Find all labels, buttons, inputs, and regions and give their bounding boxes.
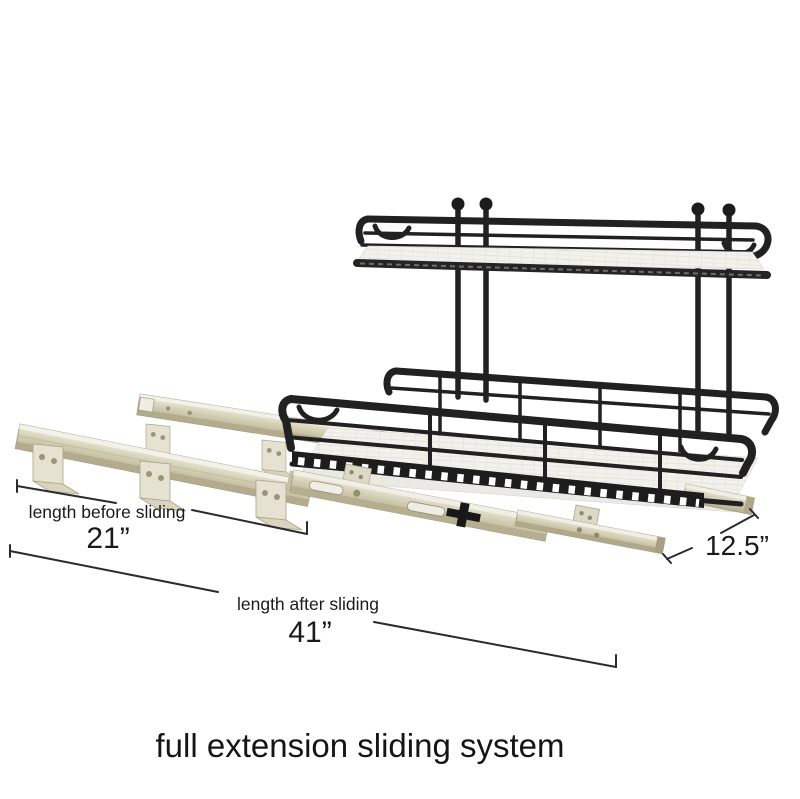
length-after-label: length after sliding: [236, 594, 380, 614]
telescoping-slide: [286, 463, 666, 555]
slide-rail-front: [14, 423, 313, 531]
dimension-line-after-sliding: [9, 544, 617, 668]
slide-middle-member: [286, 469, 550, 542]
length-before-value: 21”: [86, 522, 130, 555]
depth-value: 12.5”: [705, 530, 769, 561]
product-caption: full extension sliding system: [155, 727, 565, 764]
dimension-line-depth: [662, 508, 759, 564]
length-before-label: length before sliding: [28, 502, 186, 522]
handle-dip: [296, 404, 340, 423]
slide-inner-member: [514, 509, 666, 555]
length-after-value: 41”: [288, 616, 332, 649]
top-basket: [353, 197, 772, 436]
ball-finials: [451, 197, 736, 217]
handle-dip: [678, 444, 719, 462]
release-lever: [446, 502, 481, 528]
dimension-lines: [9, 479, 759, 668]
dimension-line-before-sliding: [16, 479, 308, 535]
